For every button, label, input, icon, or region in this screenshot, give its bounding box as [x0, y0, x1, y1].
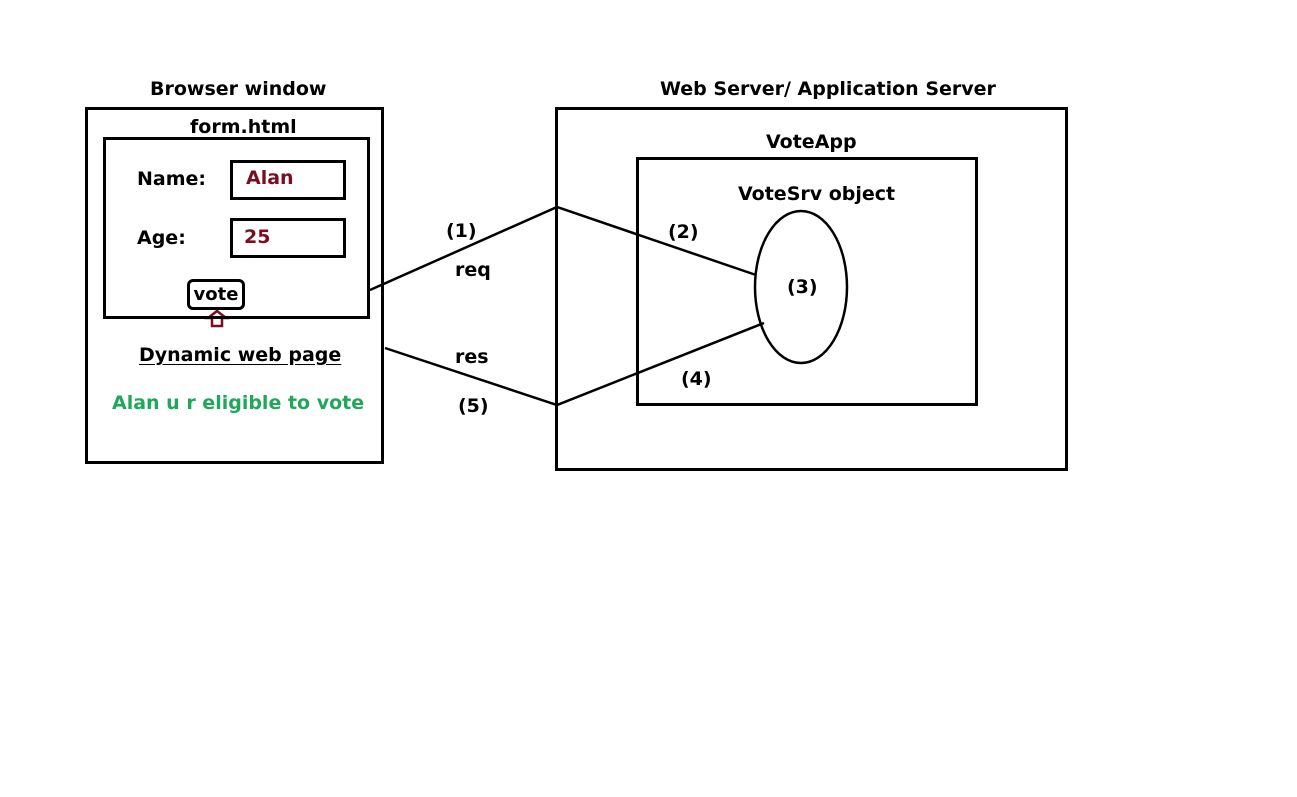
name-input-value: Alan [246, 167, 294, 189]
form-box [103, 137, 370, 319]
age-input[interactable]: 25 [230, 218, 346, 258]
age-label: Age: [137, 227, 186, 249]
req-label: req [455, 259, 491, 281]
step-2-label: (2) [668, 221, 699, 243]
name-label: Name: [137, 168, 207, 190]
result-message: Alan u r eligible to vote [112, 392, 365, 414]
step-3-label: (3) [787, 276, 818, 298]
step-1-label: (1) [446, 220, 477, 242]
votesrv-object-ellipse [753, 209, 849, 365]
age-input-value: 25 [244, 226, 271, 248]
browser-window-title: Browser window [150, 78, 327, 100]
step-5-label: (5) [458, 395, 489, 417]
step-4-label: (4) [681, 368, 712, 390]
voteapp-title: VoteApp [766, 131, 857, 153]
vote-button[interactable]: vote [187, 279, 245, 310]
name-input[interactable]: Alan [230, 160, 346, 200]
server-box [555, 107, 1068, 471]
browser-window-box [85, 107, 384, 464]
votesrv-object-title: VoteSrv object [738, 183, 896, 205]
server-title: Web Server/ Application Server [660, 78, 996, 100]
voteapp-box [636, 157, 978, 406]
res-label: res [455, 346, 489, 368]
form-title: form.html [190, 116, 297, 138]
dynamic-web-page-title: Dynamic web page [139, 344, 342, 366]
